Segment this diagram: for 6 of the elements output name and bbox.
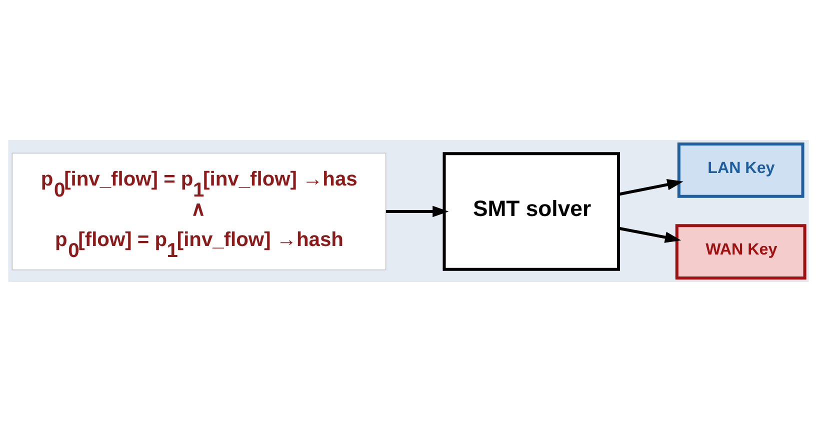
arrow	[386, 206, 449, 218]
arrow	[618, 179, 684, 196]
node-box: LAN Key	[677, 142, 804, 198]
node-box: SMT solver	[442, 152, 620, 271]
node-box: WAN Key	[675, 224, 806, 280]
arrow	[618, 226, 682, 243]
